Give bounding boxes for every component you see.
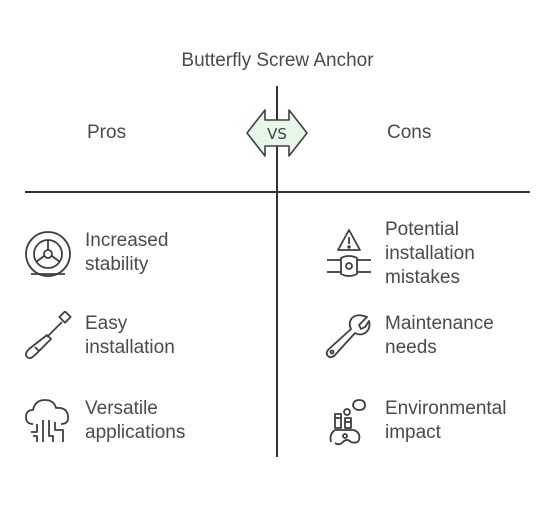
factory-pollution-icon	[323, 396, 373, 446]
pros-item-label: Easy installation	[85, 313, 175, 358]
cons-item-label: Maintenance needs	[385, 313, 494, 358]
cons-item: Potential installation mistakes	[323, 219, 475, 288]
cloud-network-icon	[23, 396, 73, 446]
vs-badge: VS	[246, 109, 308, 157]
cons-heading: Cons	[387, 122, 432, 143]
pros-item: Easy installation	[23, 311, 175, 361]
cons-item-label: Potential installation mistakes	[385, 219, 475, 288]
pros-heading: Pros	[87, 122, 127, 143]
pros-item-label: Versatile applications	[85, 398, 186, 443]
screwdriver-icon	[23, 311, 73, 361]
wrench-icon	[323, 311, 373, 361]
cons-item: Environmental impact	[323, 396, 506, 446]
pros-item: Increased stability	[23, 228, 168, 278]
diagram-title: Butterfly Screw Anchor	[181, 50, 374, 71]
tire-icon	[23, 228, 73, 278]
cons-item-label: Environmental impact	[385, 398, 507, 443]
vs-label: VS	[267, 125, 287, 143]
cons-item: Maintenance needs	[323, 311, 494, 361]
pros-item-label: Increased stability	[85, 230, 169, 275]
pros-item: Versatile applications	[23, 396, 185, 446]
warning-pipe-icon	[323, 228, 373, 278]
